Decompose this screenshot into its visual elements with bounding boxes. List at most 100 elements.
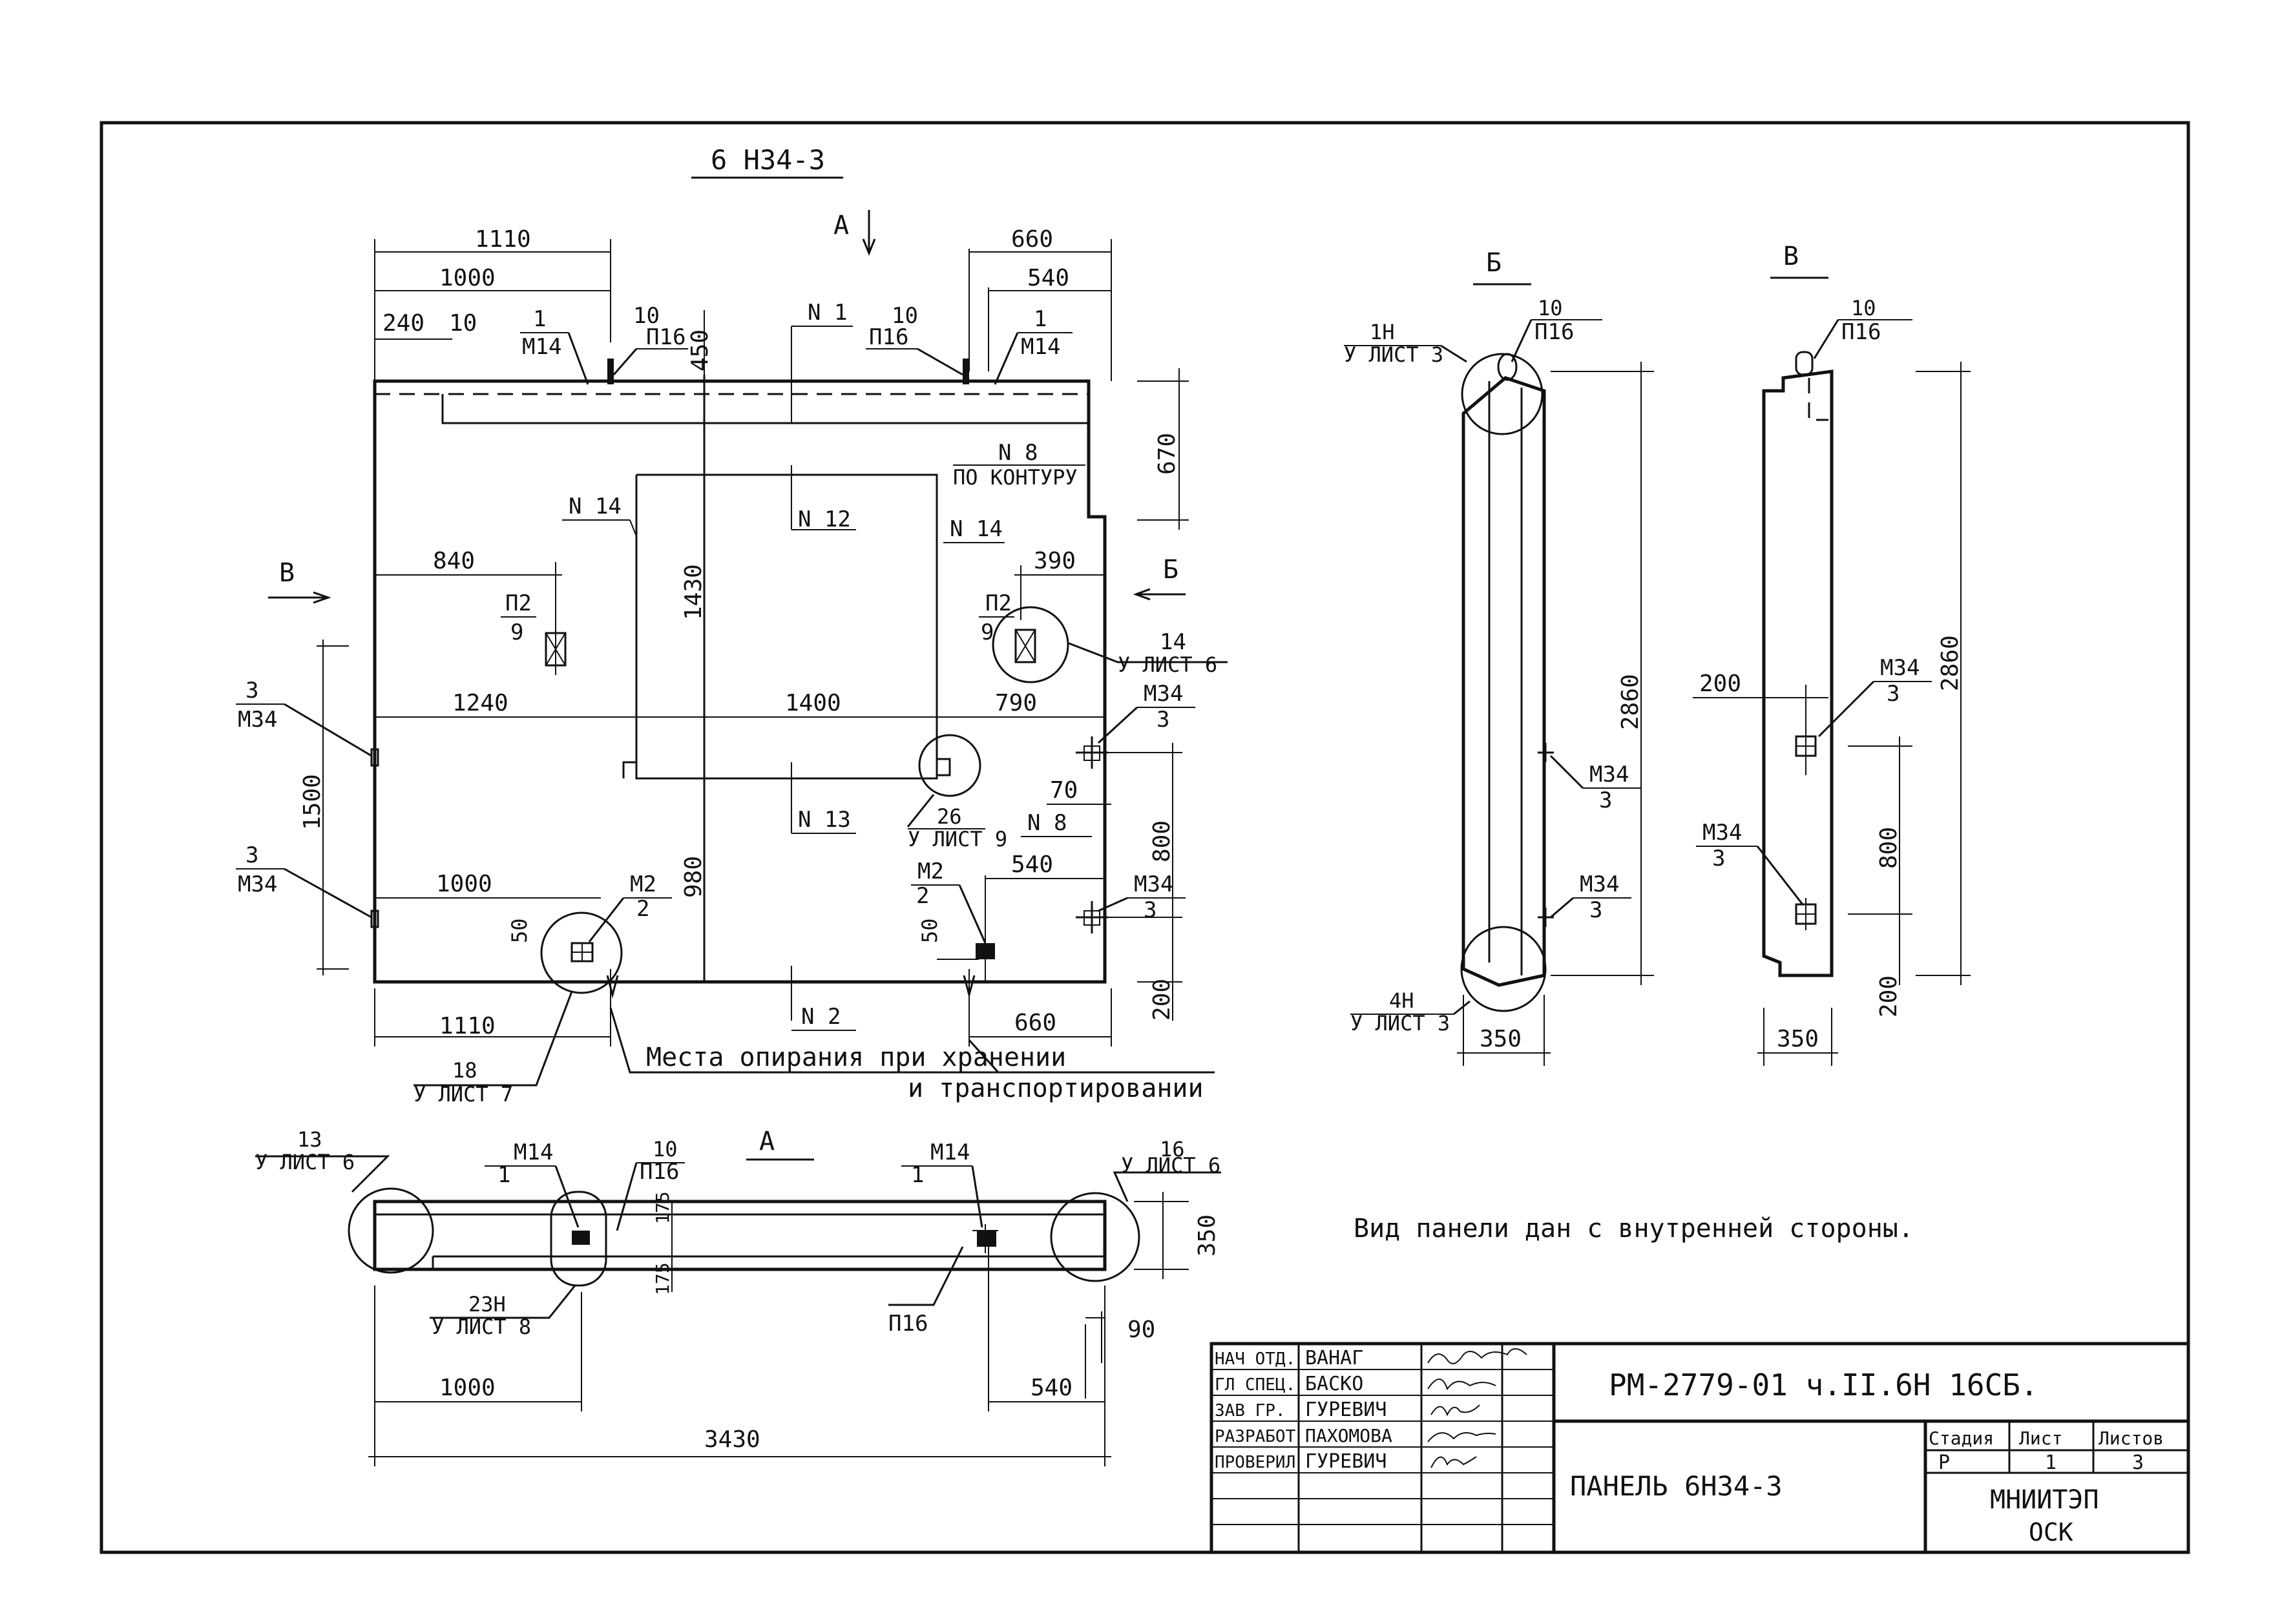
label-m34-section-v-b: М34 — [1702, 820, 1742, 846]
dim-1000-bottom: 1000 — [436, 871, 492, 897]
label-26: 26 — [937, 804, 962, 829]
dim-200-v-b: 200 — [1876, 975, 1902, 1017]
label-m34-a-count: 3 — [246, 678, 258, 703]
sheet-frame — [99, 121, 2190, 1554]
dim-50-a: 50 — [507, 918, 532, 943]
dim-390: 390 — [1034, 548, 1076, 574]
tb-name-3: ГУРЕВИЧ — [1305, 1399, 1387, 1421]
dim-790: 790 — [995, 690, 1037, 716]
label-1-b: 1 — [1034, 306, 1047, 332]
label-14-sheet: У ЛИСТ 6 — [1118, 652, 1217, 677]
section-v-title: В — [1783, 242, 1799, 271]
dim-50-b: 50 — [917, 918, 942, 943]
label-m14-plan-b-count: 1 — [911, 1162, 924, 1188]
section-b-outline — [1461, 376, 1546, 987]
dim-1110-bottom: 1110 — [439, 1013, 496, 1039]
label-1-a: 1 — [533, 306, 546, 332]
label-m14-plan-a-count: 1 — [497, 1162, 510, 1188]
detail-circle-4n — [1460, 926, 1547, 1012]
view-arrow-a-label: А — [833, 211, 849, 240]
label-m14-b: М14 — [1021, 334, 1060, 360]
dim-240: 240 — [382, 310, 424, 337]
label-p2-a: П2 — [505, 590, 532, 616]
view-arrow-v-label: В — [279, 558, 295, 588]
label-4n: 4Н — [1389, 988, 1414, 1013]
tb-stage-header: Стадия — [1929, 1428, 1994, 1449]
label-m34-c: М34 — [1144, 681, 1183, 707]
dim-1000-top: 1000 — [439, 265, 496, 291]
label-1n: 1Н — [1370, 320, 1395, 344]
label-m2-b: М2 — [917, 859, 944, 884]
title-block: НАЧ ОТД. ГЛ СПЕЦ. ЗАВ ГР. РАЗРАБОТ ПРОВЕ… — [1209, 1342, 2190, 1554]
dim-980: 980 — [680, 856, 707, 898]
dim-800: 800 — [1149, 820, 1175, 862]
dim-1240: 1240 — [452, 690, 508, 716]
tb-name-5: ГУРЕВИЧ — [1305, 1450, 1387, 1473]
label-18-sheet: У ЛИСТ 7 — [413, 1082, 513, 1107]
dim-1110-top: 1110 — [475, 226, 531, 253]
detail-circle-1n — [1461, 353, 1544, 435]
label-n2: N 2 — [801, 1004, 841, 1030]
label-m2-a-count: 2 — [636, 896, 649, 922]
front-view: 6 Н34-3 А 1110 1000 240 10 660 540 450 — [236, 144, 1228, 1107]
dim-10: 10 — [449, 310, 477, 337]
label-p16-b-count: 10 — [1538, 296, 1563, 320]
dim-1400: 1400 — [785, 690, 841, 716]
label-13-sheet: У ЛИСТ 6 — [255, 1150, 355, 1174]
view-arrow-b-label: Б — [1163, 555, 1178, 585]
tb-organization: МНИИТЭП — [1990, 1485, 2099, 1515]
dim-90: 90 — [1127, 1317, 1155, 1343]
label-n8-contour: N 8 — [998, 440, 1038, 466]
signature-2 — [1427, 1379, 1496, 1391]
dim-540-plan: 540 — [1031, 1375, 1073, 1401]
label-m34-section-v-a-count: 3 — [1887, 681, 1900, 707]
section-v: В 10 П16 2860 200 М34 3 М34 3 800 200 — [1693, 242, 1971, 1066]
view-a-title: А — [759, 1127, 775, 1156]
dim-200-v-a: 200 — [1699, 671, 1741, 697]
section-v-outline — [1762, 370, 1834, 977]
panel-outline — [373, 379, 1107, 984]
label-18: 18 — [452, 1058, 477, 1083]
label-m34-a: М34 — [238, 707, 277, 733]
dim-660-bottom: 660 — [1014, 1010, 1056, 1036]
dim-540-top: 540 — [1027, 265, 1069, 291]
label-m34-b: М34 — [238, 871, 277, 897]
label-10-a: 10 — [633, 303, 660, 329]
label-m34-section-b-b: М34 — [1580, 871, 1619, 897]
dim-1430: 1430 — [680, 564, 707, 620]
plan-view-a: А 13 У ЛИСТ 6 16 У ЛИСТ 6 М14 1 10 П16 1… — [255, 1127, 1221, 1466]
detail-circle-23n — [550, 1191, 607, 1287]
label-p2-b-count: 9 — [981, 619, 994, 645]
label-m2-a: М2 — [630, 871, 656, 897]
label-26-sheet: У ЛИСТ 9 — [908, 827, 1007, 851]
dim-175-b: 175 — [652, 1262, 673, 1295]
drawing-note: Вид панели дан с внутренней стороны. — [1354, 1214, 1914, 1244]
dim-200: 200 — [1149, 979, 1175, 1021]
label-p16-plan-count: 10 — [653, 1137, 678, 1161]
label-n14-b: N 14 — [950, 516, 1003, 542]
signature-4 — [1427, 1432, 1496, 1442]
tb-role-1: НАЧ ОТД. — [1215, 1349, 1295, 1369]
label-4n-sheet: У ЛИСТ 3 — [1350, 1011, 1450, 1036]
label-m14-plan-a: М14 — [514, 1140, 553, 1165]
tb-role-5: ПРОВЕРИЛ — [1215, 1453, 1295, 1472]
tb-department: ОСК — [2029, 1518, 2073, 1546]
label-n13: N 13 — [798, 807, 851, 833]
signature-1 — [1427, 1348, 1527, 1364]
tb-document-name: ПАНЕЛЬ 6Н34-3 — [1570, 1470, 1783, 1502]
label-23n: 23Н — [468, 1292, 506, 1317]
detail-circle-13 — [348, 1187, 434, 1274]
dim-350-plan: 350 — [1194, 1214, 1220, 1256]
tb-sheets-header: Листов — [2099, 1428, 2164, 1449]
dim-70: 70 — [1050, 777, 1078, 804]
tb-name-1: ВАНАГ — [1305, 1347, 1363, 1369]
section-b-title: Б — [1486, 248, 1502, 278]
label-p2-b: П2 — [985, 590, 1012, 616]
label-1n-sheet: У ЛИСТ 3 — [1344, 342, 1443, 367]
drawing-title: 6 Н34-3 — [711, 144, 825, 176]
label-m34-section-v-a: М34 — [1880, 655, 1920, 681]
label-p16-section-v: П16 — [1841, 319, 1881, 345]
support-note-line-1: Места опирания при хранении — [646, 1043, 1066, 1072]
signature-3 — [1430, 1404, 1480, 1417]
